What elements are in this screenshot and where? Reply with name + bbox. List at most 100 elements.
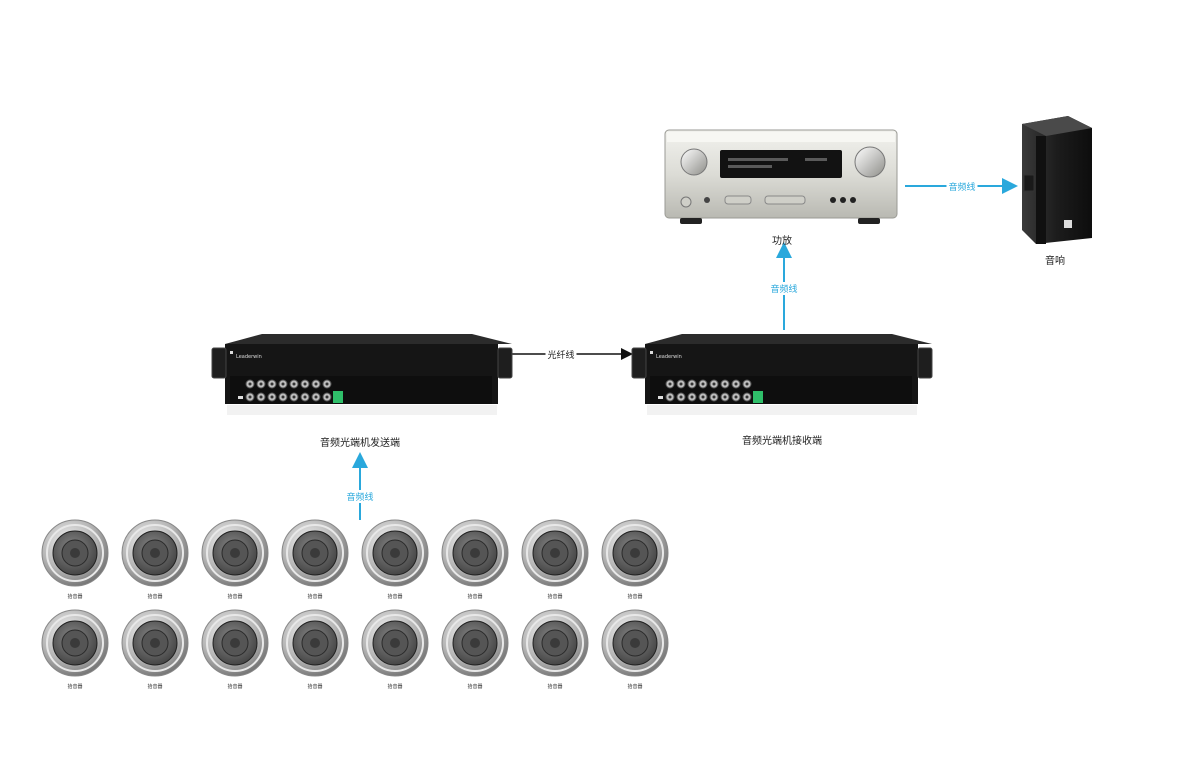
bnc-port-pin — [303, 395, 307, 399]
microphone-icon — [361, 519, 429, 587]
amplifier-device — [664, 129, 898, 224]
bnc-port-pin — [712, 395, 716, 399]
bnc-port-pin — [701, 395, 705, 399]
microphone-label: 拾音器 — [67, 684, 83, 690]
bnc-port-pin — [668, 395, 672, 399]
bnc-port-pin — [292, 395, 296, 399]
bnc-port-pin — [690, 395, 694, 399]
bnc-port-pin — [281, 395, 285, 399]
bnc-port-pin — [314, 382, 318, 386]
bnc-port-pin — [248, 382, 252, 386]
bnc-port-pin — [292, 382, 296, 386]
microphone-icon — [281, 609, 349, 677]
microphone-icon — [601, 609, 669, 677]
microphone — [40, 608, 110, 678]
bnc-port-pin — [734, 382, 738, 386]
audio-line-label-speaker: 音频线 — [946, 180, 978, 193]
fiber-line-label: 光纤线 — [545, 348, 577, 361]
bnc-port-pin — [248, 395, 252, 399]
transmitter-label: 音频光端机发送端 — [320, 438, 400, 449]
bnc-port-pin — [679, 395, 683, 399]
transmitter-brand: Leaderwin — [236, 354, 262, 360]
microphone-label: 拾音器 — [547, 594, 563, 600]
microphone-label: 拾音器 — [307, 594, 323, 600]
microphone-label: 拾音器 — [67, 594, 83, 600]
microphone-label: 拾音器 — [547, 684, 563, 690]
bnc-port-pin — [712, 382, 716, 386]
microphone-label: 拾音器 — [227, 684, 243, 690]
microphone — [200, 518, 270, 588]
microphone — [280, 608, 350, 678]
microphone-icon — [41, 519, 109, 587]
rack-connectors — [238, 379, 763, 403]
bnc-port-pin — [701, 382, 705, 386]
bnc-port-pin — [259, 382, 263, 386]
microphone-icon — [41, 609, 109, 677]
microphone-icon — [441, 609, 509, 677]
microphone — [600, 518, 670, 588]
microphone — [200, 608, 270, 678]
bnc-port-pin — [281, 382, 285, 386]
bnc-port-pin — [679, 382, 683, 386]
microphone — [120, 518, 190, 588]
bnc-port-pin — [303, 382, 307, 386]
speaker-label: 音响 — [1045, 256, 1065, 267]
microphone-label: 拾音器 — [307, 684, 323, 690]
microphone-icon — [441, 519, 509, 587]
microphone-label: 拾音器 — [147, 684, 163, 690]
terminal-block — [753, 391, 763, 403]
receiver-brand: Leaderwin — [656, 354, 682, 360]
microphone-label: 拾音器 — [467, 684, 483, 690]
microphone — [40, 518, 110, 588]
audio-line-label-mics: 音频线 — [344, 490, 376, 503]
microphone-icon — [601, 519, 669, 587]
terminal-block — [333, 391, 343, 403]
power-indicator — [238, 396, 243, 399]
bnc-port-pin — [668, 382, 672, 386]
bnc-port-pin — [325, 382, 329, 386]
speaker-device — [1022, 116, 1092, 244]
bnc-port-pin — [734, 395, 738, 399]
microphone-icon — [521, 519, 589, 587]
microphone — [280, 518, 350, 588]
microphone — [360, 608, 430, 678]
bnc-port-pin — [690, 382, 694, 386]
microphone — [440, 518, 510, 588]
receiver-device: Leaderwin — [631, 334, 933, 415]
microphone — [360, 518, 430, 588]
microphone-label: 拾音器 — [467, 594, 483, 600]
microphone — [520, 608, 590, 678]
bnc-port-pin — [723, 395, 727, 399]
bnc-port-pin — [723, 382, 727, 386]
microphone-icon — [521, 609, 589, 677]
microphone — [600, 608, 670, 678]
microphone-label: 拾音器 — [627, 594, 643, 600]
audio-line-label-amp: 音频线 — [768, 282, 800, 295]
bnc-port-pin — [745, 395, 749, 399]
bnc-port-pin — [745, 382, 749, 386]
microphone-icon — [201, 519, 269, 587]
bnc-port-pin — [314, 395, 318, 399]
microphone-label: 拾音器 — [387, 684, 403, 690]
microphone — [440, 608, 510, 678]
microphone-icon — [121, 519, 189, 587]
microphone-label: 拾音器 — [227, 594, 243, 600]
microphone-label: 拾音器 — [627, 684, 643, 690]
microphone-label: 拾音器 — [387, 594, 403, 600]
microphone-icon — [121, 609, 189, 677]
microphone-label: 拾音器 — [147, 594, 163, 600]
microphone-icon — [361, 609, 429, 677]
bnc-port-pin — [270, 382, 274, 386]
bnc-port-pin — [325, 395, 329, 399]
microphone — [520, 518, 590, 588]
microphone — [120, 608, 190, 678]
bnc-port-pin — [259, 395, 263, 399]
amplifier-label: 功放 — [772, 236, 792, 247]
power-indicator — [658, 396, 663, 399]
bnc-port-pin — [270, 395, 274, 399]
receiver-label: 音频光端机接收端 — [742, 436, 822, 447]
microphone-icon — [201, 609, 269, 677]
microphone-icon — [281, 519, 349, 587]
